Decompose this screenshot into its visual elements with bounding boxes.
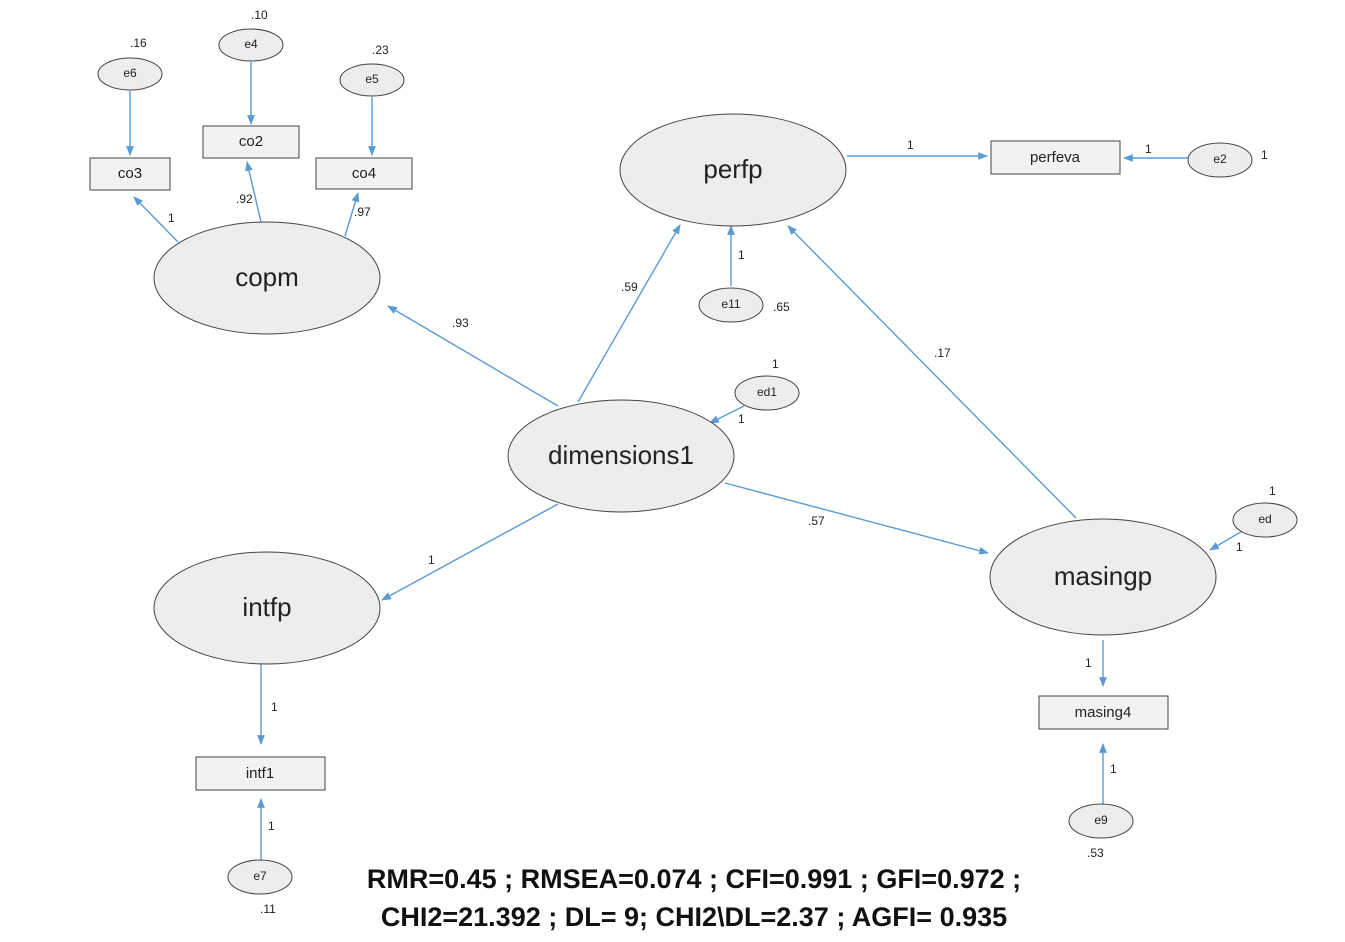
observed-masing4: masing4 <box>1038 695 1169 730</box>
masing4-loading-label: 1 <box>1085 656 1092 670</box>
e9-variance-label: .53 <box>1087 846 1104 860</box>
fit-stats-line-2: CHI2=21.392 ; DL= 9; CHI2\DL=2.37 ; AGFI… <box>381 902 1007 932</box>
observed-perfeva-label: perfeva <box>1030 149 1081 166</box>
error-e11-label: e11 <box>721 297 740 311</box>
edge-copm-co2 <box>245 161 262 223</box>
masingp-perfp-path-label: .17 <box>934 346 951 360</box>
e9-path-label: 1 <box>1110 762 1117 776</box>
error-e4-label: e4 <box>244 37 258 51</box>
error-e9: e9 <box>1068 803 1134 839</box>
latent-intfp: intfp <box>153 551 381 665</box>
edge-ed1-dimensions1 <box>709 405 745 424</box>
intfp-path-label: 1 <box>428 553 435 567</box>
latent-masingp: masingp <box>989 518 1217 636</box>
observed-masing4-label: masing4 <box>1075 704 1132 721</box>
e6-variance-label: .16 <box>130 36 147 50</box>
masingp-path-label: .57 <box>808 514 825 528</box>
error-ed-label: ed <box>1258 512 1271 526</box>
e7-variance-label: .11 <box>260 902 276 916</box>
edge-copm-co3 <box>133 196 179 243</box>
latent-masingp-label: masingp <box>1054 561 1152 591</box>
e2-path-label: 1 <box>1145 142 1152 156</box>
latent-perfp-label: perfp <box>703 154 762 184</box>
error-ed: ed <box>1232 502 1298 538</box>
error-e7-label: e7 <box>253 869 267 883</box>
error-e11: e11 <box>698 287 764 323</box>
e2-variance-label: 1 <box>1261 148 1268 162</box>
observed-co4-label: co4 <box>352 165 376 182</box>
perfeva-loading-label: 1 <box>907 138 914 152</box>
ed1-variance-label: 1 <box>772 357 779 371</box>
latent-perfp: perfp <box>619 113 847 227</box>
e5-variance-label: .23 <box>372 43 389 57</box>
observed-co2-label: co2 <box>239 133 263 150</box>
error-e6-label: e6 <box>123 66 137 80</box>
latent-copm-label: copm <box>235 262 299 292</box>
latent-dimensions1: dimensions1 <box>507 399 735 513</box>
edge-dimensions1-masingp <box>724 482 989 555</box>
edge-ed-masingp <box>1209 529 1245 551</box>
error-e7: e7 <box>227 859 293 895</box>
error-e6: e6 <box>97 57 163 91</box>
observed-co2: co2 <box>202 125 300 159</box>
perfp-path-label: .59 <box>621 280 638 294</box>
observed-intf1: intf1 <box>195 756 326 791</box>
edge-masingp-perfp <box>787 225 1077 519</box>
ed1-path-label: 1 <box>738 412 745 426</box>
error-e2-label: e2 <box>1213 152 1227 166</box>
ed-path-label: 1 <box>1236 540 1243 554</box>
error-ed1-label: ed1 <box>757 385 777 399</box>
edge-dimensions1-intfp <box>381 503 559 601</box>
observed-co3: co3 <box>89 157 171 191</box>
e7-path-label: 1 <box>268 819 275 833</box>
error-e5-label: e5 <box>365 72 379 86</box>
copm-path-label: .93 <box>452 316 469 330</box>
e11-variance-label: .65 <box>773 300 790 314</box>
co3-loading-label: 1 <box>168 211 175 225</box>
latent-copm: copm <box>153 221 381 335</box>
observed-co3-label: co3 <box>118 165 142 182</box>
latent-dimensions1-label: dimensions1 <box>548 440 694 470</box>
coefficient-labels: .16 .10 .23 1 .92 .97 1 1 1 1 .65 .93 .5… <box>130 8 1276 916</box>
co4-loading-label: .97 <box>354 205 371 219</box>
error-e9-label: e9 <box>1094 813 1108 827</box>
edges <box>126 62 1245 860</box>
error-ed1: ed1 <box>734 375 800 411</box>
edge-dimensions1-copm <box>387 305 559 407</box>
edge-copm-co4 <box>344 192 360 237</box>
error-e4: e4 <box>218 28 284 62</box>
co2-loading-label: .92 <box>236 192 253 206</box>
fit-stats-line-1: RMR=0.45 ; RMSEA=0.074 ; CFI=0.991 ; GFI… <box>367 864 1021 894</box>
observed-perfeva: perfeva <box>990 140 1121 175</box>
e11-path-label: 1 <box>738 248 745 262</box>
observed-co4: co4 <box>315 157 413 190</box>
observed-intf1-label: intf1 <box>246 765 274 782</box>
e4-variance-label: .10 <box>251 8 268 22</box>
fit-statistics: RMR=0.45 ; RMSEA=0.074 ; CFI=0.991 ; GFI… <box>367 864 1021 932</box>
error-e2: e2 <box>1187 142 1253 178</box>
latent-intfp-label: intfp <box>242 592 291 622</box>
ed-variance-label: 1 <box>1269 484 1276 498</box>
intf1-loading-label: 1 <box>271 700 278 714</box>
edge-dimensions1-perfp <box>577 224 681 403</box>
error-e5: e5 <box>339 63 405 97</box>
